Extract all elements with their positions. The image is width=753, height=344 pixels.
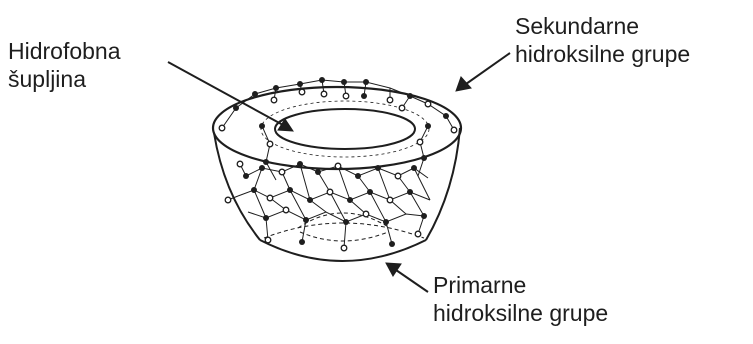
- bottom-rim-back: [263, 222, 425, 239]
- filled-atoms: [233, 77, 449, 247]
- label-primary-hydroxyl-line2: hidroksilne grupe: [433, 300, 609, 326]
- label-primary-hydroxyl-line1: Primarne: [433, 272, 527, 298]
- label-secondary-hydroxyl-groups: Sekundarne hidroksilne grupe: [515, 12, 690, 68]
- arrow-to-cavity: [167, 61, 294, 132]
- label-hydrophobic-cavity: Hidrofobna šupljina: [8, 37, 121, 93]
- label-hydrophobic-cavity-line2: šupljina: [8, 66, 86, 92]
- label-secondary-hydroxyl-line1: Sekundarne: [515, 13, 640, 39]
- left-wall: [213, 132, 261, 241]
- arrow-to-primary-hydroxyl: [385, 262, 429, 293]
- label-secondary-hydroxyl-line2: hidroksilne grupe: [515, 41, 691, 67]
- label-hydrophobic-cavity-line1: Hidrofobna: [8, 38, 121, 64]
- open-atoms: [218, 88, 458, 252]
- cavity-opening: [274, 108, 416, 150]
- bottom-rim-front: [259, 239, 427, 262]
- label-primary-hydroxyl-groups: Primarne hidroksilne grupe: [433, 271, 608, 327]
- right-wall: [425, 127, 461, 241]
- arrow-to-secondary-hydroxyl: [455, 52, 511, 92]
